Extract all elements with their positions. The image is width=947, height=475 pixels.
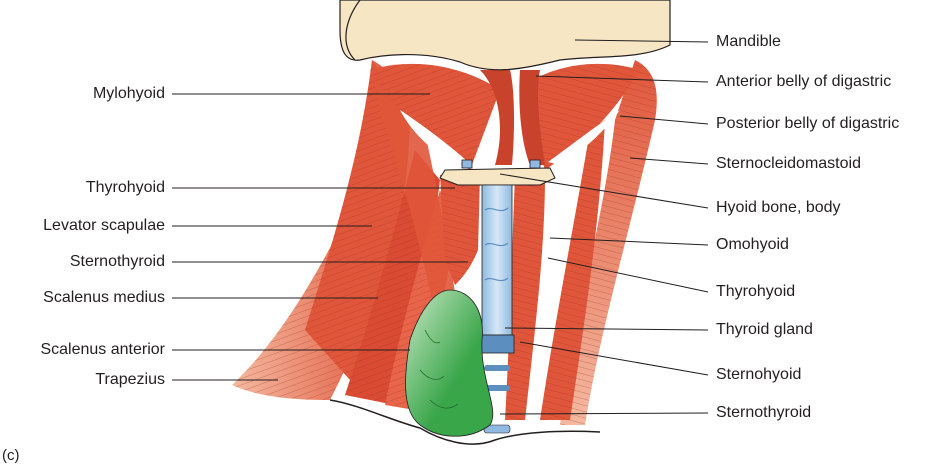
panel-letter: (c) bbox=[2, 447, 20, 464]
label-mylohyoid: Mylohyoid bbox=[93, 85, 165, 103]
label-scalenus-anterior: Scalenus anterior bbox=[40, 341, 165, 359]
label-omohyoid: Omohyoid bbox=[716, 236, 789, 254]
label-trapezius: Trapezius bbox=[95, 371, 165, 389]
label-hyoid-bone-body: Hyoid bone, body bbox=[716, 199, 841, 217]
label-mandible: Mandible bbox=[716, 33, 781, 51]
label-sternohyoid: Sternohyoid bbox=[716, 366, 801, 384]
label-sternothyroid-left: Sternothyroid bbox=[70, 253, 165, 271]
label-levator-scapulae: Levator scapulae bbox=[43, 217, 165, 235]
leader-sternothyroid-right bbox=[500, 413, 708, 414]
label-sternocleidomastoid: Sternocleidomastoid bbox=[716, 155, 861, 173]
label-anterior-belly-digastric: Anterior belly of digastric bbox=[716, 73, 891, 91]
mandible-bone bbox=[340, 0, 670, 70]
leader-thyroid-gland bbox=[505, 328, 708, 330]
label-posterior-belly-digastric: Posterior belly of digastric bbox=[716, 115, 899, 133]
label-thyrohyoid-right: Thyrohyoid bbox=[716, 283, 795, 301]
label-thyrohyoid-left: Thyrohyoid bbox=[86, 179, 165, 197]
label-scalenus-medius: Scalenus medius bbox=[43, 289, 165, 307]
label-thyroid-gland: Thyroid gland bbox=[716, 321, 813, 339]
label-sternothyroid-right: Sternothyroid bbox=[716, 404, 811, 422]
